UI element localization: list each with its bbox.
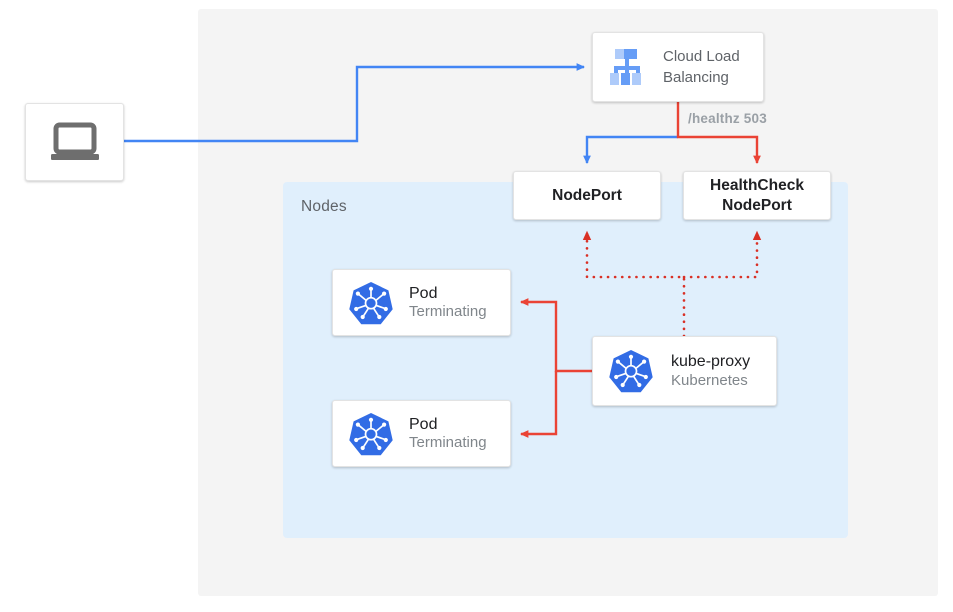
pod-label-2: Pod Terminating bbox=[409, 416, 487, 452]
healthcheck-nodeport-label-line1: HealthCheck bbox=[710, 176, 804, 194]
client-device-card[interactable] bbox=[25, 103, 124, 181]
nodeport-label: NodePort bbox=[552, 186, 622, 204]
healthcheck-nodeport-card[interactable]: HealthCheck NodePort bbox=[683, 171, 831, 220]
healthcheck-nodeport-label: HealthCheck NodePort bbox=[710, 176, 804, 216]
kubernetes-icon bbox=[609, 350, 653, 393]
nodes-region-label: Nodes bbox=[301, 198, 347, 215]
pod-title-1: Pod bbox=[409, 284, 438, 302]
laptop-icon bbox=[50, 122, 99, 160]
pod-card-1[interactable]: Pod Terminating bbox=[332, 269, 511, 336]
healthz-status-label: /healthz 503 bbox=[688, 111, 767, 126]
kubernetes-icon bbox=[349, 412, 393, 455]
cloud-load-balancing-label-line1: Cloud Load bbox=[663, 48, 740, 65]
pod-label-1: Pod Terminating bbox=[409, 285, 487, 321]
pod-status-1: Terminating bbox=[409, 303, 487, 321]
kube-proxy-subtitle: Kubernetes bbox=[671, 371, 748, 389]
nodeport-card[interactable]: NodePort bbox=[513, 171, 661, 220]
kube-proxy-label: kube-proxy Kubernetes bbox=[671, 353, 750, 389]
cloud-load-balancing-label-line2: Balancing bbox=[663, 69, 729, 86]
kube-proxy-title: kube-proxy bbox=[671, 353, 751, 371]
kube-proxy-card[interactable]: kube-proxy Kubernetes bbox=[592, 336, 777, 406]
cloud-load-balancing-label: Cloud Load Balancing bbox=[663, 46, 740, 88]
pod-status-2: Terminating bbox=[409, 434, 487, 452]
cloud-load-balancing-icon bbox=[610, 49, 641, 85]
pod-title-2: Pod bbox=[409, 415, 438, 433]
pod-card-2[interactable]: Pod Terminating bbox=[332, 400, 511, 467]
kubernetes-icon bbox=[349, 281, 393, 324]
healthcheck-nodeport-label-line2: NodePort bbox=[722, 196, 792, 214]
cloud-load-balancing-card[interactable]: Cloud Load Balancing bbox=[592, 32, 764, 102]
